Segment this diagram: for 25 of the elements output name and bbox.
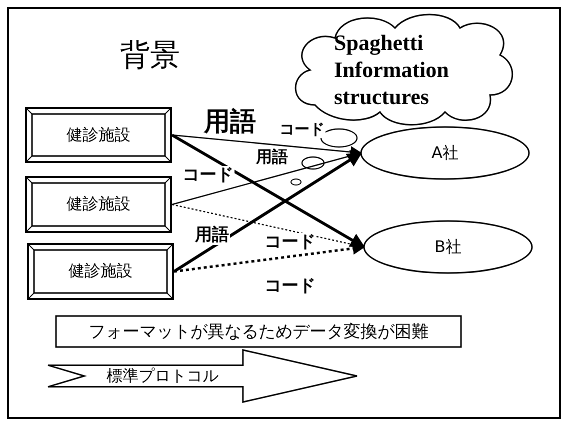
- line-label: コード: [264, 232, 316, 252]
- facility-name: 健診施設: [66, 124, 130, 146]
- line-label: 用語: [255, 148, 289, 166]
- cloud-text: Spaghetti Information structures: [334, 28, 450, 110]
- arrow-label: 標準プロトコル: [106, 366, 218, 386]
- company-ellipse: [363, 220, 533, 274]
- line-label: 用語: [194, 226, 230, 244]
- company-name: B社: [434, 236, 462, 258]
- facility-name: 健診施設: [66, 194, 130, 215]
- note-text: フォーマットが異なるためデータ変換が困難: [88, 321, 428, 343]
- arrow: [171, 134, 366, 248]
- company-ellipse: [360, 126, 530, 180]
- title: 背景: [120, 38, 180, 74]
- facility-box: [25, 107, 172, 163]
- company-name: A社: [432, 142, 458, 164]
- facility-name: 健診施設: [68, 261, 132, 282]
- arrow: [173, 152, 362, 273]
- line-label: 用語: [203, 108, 257, 136]
- line-label: コード: [264, 276, 316, 296]
- chevron-arrow: [47, 349, 358, 403]
- line-label: コード: [278, 120, 326, 138]
- facility-box: [27, 243, 174, 300]
- note-box: [55, 315, 462, 348]
- line-label: コード: [182, 166, 234, 184]
- facility-box: [25, 176, 172, 233]
